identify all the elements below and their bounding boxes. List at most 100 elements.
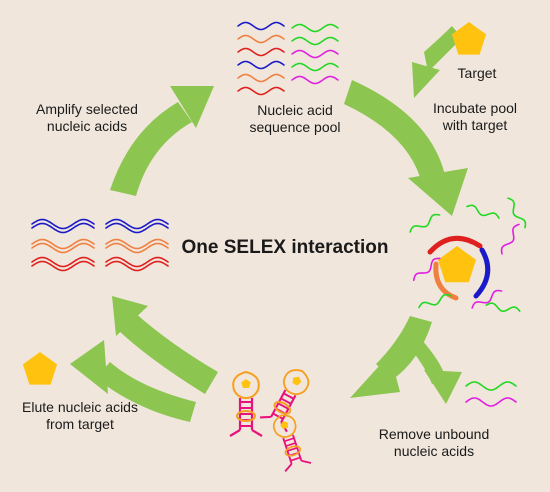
bound-strand-orange: [433, 261, 459, 301]
free-strand-group: [466, 204, 500, 219]
bound-strand-red: [427, 235, 483, 255]
sequence-pool-strands: [237, 21, 339, 96]
aptamer-loop: [272, 414, 297, 438]
aptamer-bulge: [273, 401, 292, 415]
arrow-amplify-head: [170, 86, 214, 128]
aptamer-target: [280, 421, 288, 430]
free-strand-group: [500, 223, 520, 255]
label-line: Amplify selected: [36, 101, 138, 117]
selected-aptamers: [229, 369, 312, 473]
label-target: Target: [442, 65, 512, 82]
aptamer-target: [292, 376, 302, 386]
aptamer-tail: [229, 429, 263, 437]
double-strand-top: [105, 256, 169, 268]
nucleic-acid-strand: [237, 73, 285, 83]
free-strand-group: [409, 213, 441, 233]
free-strand: [466, 204, 500, 219]
arrow-elute-upper-head: [112, 296, 148, 336]
label-line: Incubate pool: [432, 100, 518, 116]
bound-target-pentagon: [438, 246, 476, 283]
double-strand-bottom: [105, 242, 169, 254]
double-strand-bottom: [31, 222, 95, 234]
aptamer: [272, 414, 312, 473]
arrow-amplify-shaft: [110, 102, 192, 196]
double-strand-top: [31, 256, 95, 268]
free-strand: [412, 257, 441, 282]
aptamer-loop: [282, 369, 310, 396]
double-strand-bottom: [31, 260, 95, 272]
free-strand: [471, 289, 503, 309]
aptamer-bond: [283, 392, 295, 400]
label-amplify: Amplify selected nucleic acids: [20, 101, 154, 135]
nucleic-acid-strand: [291, 75, 339, 85]
free-strand-group: [412, 257, 441, 282]
aptamer-bond: [277, 402, 289, 410]
aptamer-loop: [232, 370, 260, 400]
aptamer-bond: [287, 447, 298, 452]
label-line: nucleic acids: [46, 118, 128, 134]
free-strand-group: [507, 197, 527, 229]
nucleic-acid-strand: [237, 86, 285, 96]
cycle-arrows: [70, 26, 468, 422]
double-strand-top: [105, 238, 169, 250]
unbound-strands: [465, 381, 517, 407]
center-title: One SELEX interaction: [181, 237, 389, 258]
target-molecules: [22, 22, 487, 385]
unbound-strand-green: [465, 381, 517, 391]
aptamer: [229, 370, 263, 437]
nucleic-acid-strand: [237, 34, 285, 44]
nucleic-acid-strand: [237, 47, 285, 57]
double-strand-top: [105, 218, 169, 230]
aptamer-bond: [280, 397, 292, 405]
label-line: sequence pool: [249, 119, 341, 135]
free-strand: [500, 223, 520, 255]
aptamer: [260, 369, 310, 433]
arrow-target-in-head: [412, 62, 440, 98]
label-line: Nucleic acid: [257, 102, 333, 118]
free-strand: [485, 302, 521, 313]
free-strand-group: [485, 302, 521, 313]
nucleic-acid-strand: [291, 62, 339, 72]
aptamer-bond: [285, 442, 296, 447]
aptamer-bulge: [284, 445, 302, 457]
amplified-strands: [31, 218, 169, 272]
aptamer-bond: [284, 437, 295, 443]
free-strand-group: [418, 293, 452, 309]
free-strand: [418, 293, 452, 309]
free-strand-group: [471, 289, 503, 309]
label-incubate: Incubate pool with target: [418, 100, 532, 134]
arrow-target-in-shaft: [424, 26, 462, 72]
nucleic-acid-strand: [291, 23, 339, 33]
arrow-incubate-head: [408, 168, 468, 216]
double-strand-bottom: [105, 260, 169, 272]
double-strand-top: [31, 218, 95, 230]
arrow-to-aptamers-head: [350, 354, 400, 398]
arrow-elute-upper-shaft: [118, 312, 218, 394]
double-strand-bottom: [105, 222, 169, 234]
free-strand: [507, 197, 527, 229]
double-strand-bottom: [31, 242, 95, 254]
nucleic-acid-strand: [291, 49, 339, 59]
aptamer-bond: [290, 456, 301, 462]
label-elute: Elute nucleic acids from target: [6, 399, 154, 433]
label-line: nucleic acids: [393, 443, 475, 459]
arrow-incubate-shaft: [344, 80, 445, 184]
unbound-strand-magenta: [465, 397, 517, 407]
aptamer-bulge: [236, 410, 256, 422]
label-line: Target: [457, 65, 497, 81]
eluted-target-pentagon: [22, 352, 58, 385]
target-pentagon: [451, 22, 487, 55]
double-strand-top: [31, 238, 95, 250]
label-line: Elute nucleic acids: [22, 399, 138, 415]
free-strand: [409, 213, 441, 233]
label-remove-unbound: Remove unbound nucleic acids: [372, 426, 496, 460]
arrow-elute-lower-shaft: [96, 362, 196, 422]
label-line: from target: [46, 416, 114, 432]
aptamer-target: [241, 379, 251, 388]
label-line: with target: [442, 117, 508, 133]
nucleic-acid-strand: [237, 21, 285, 31]
arrow-to-unbound-head: [424, 370, 462, 404]
label-line: Remove unbound: [378, 426, 490, 442]
